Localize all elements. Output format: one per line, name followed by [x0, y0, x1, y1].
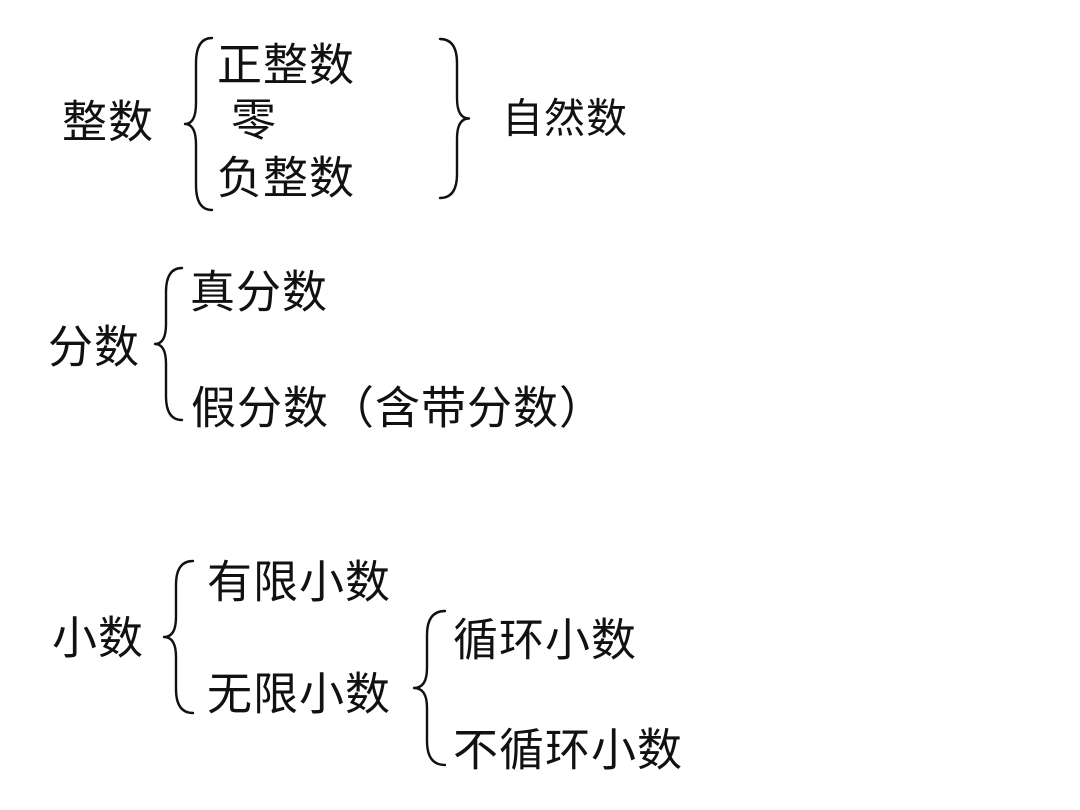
item-improper-fractions: 假分数（含带分数）: [191, 381, 606, 435]
group-label-decimals: 小数: [52, 611, 145, 665]
item-non-repeating-decimals: 不循环小数: [453, 723, 684, 777]
group-label-integers: 整数: [62, 95, 155, 149]
result-natural-numbers: 自然数: [502, 94, 628, 143]
right-brace-natural-numbers: [438, 37, 471, 200]
item-negative-integers: 负整数: [217, 151, 356, 205]
item-repeating-decimals: 循环小数: [453, 613, 638, 667]
item-infinite-decimals: 无限小数: [207, 667, 392, 721]
group-label-fractions: 分数: [48, 320, 141, 374]
left-brace-infinite-decimals: [412, 609, 447, 767]
left-brace-integers: [183, 36, 214, 212]
left-brace-fractions: [153, 266, 184, 422]
item-zero: 零: [231, 93, 278, 147]
item-positive-integers: 正整数: [217, 38, 356, 92]
left-brace-decimals: [162, 559, 195, 715]
item-finite-decimals: 有限小数: [207, 555, 392, 609]
item-proper-fractions: 真分数: [190, 265, 329, 319]
